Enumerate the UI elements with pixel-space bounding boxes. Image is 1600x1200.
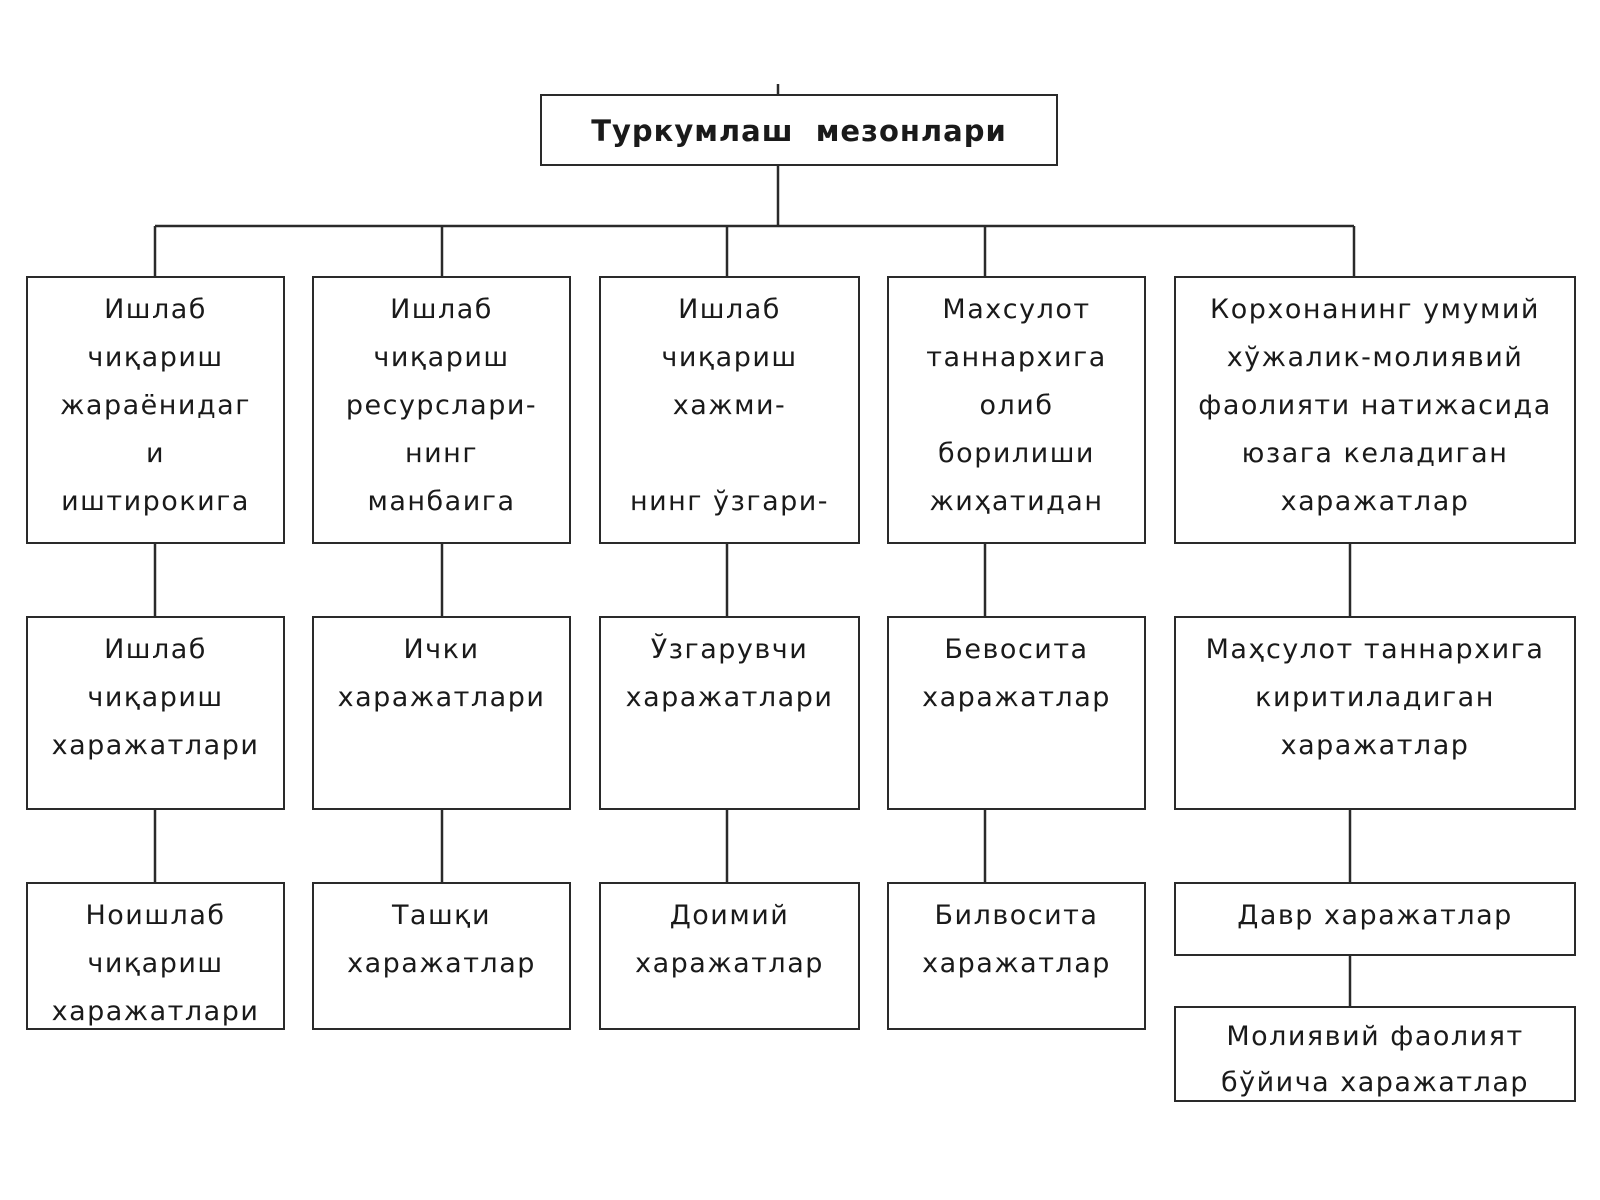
item-box-2-2: Ташқи харажатлар — [312, 882, 571, 1030]
criterion-box-2: Ишлаб чиқариш ресурслари- нинг манбаига — [312, 276, 571, 544]
criterion-label-1: Ишлаб чиқариш жараёнидаг и иштирокига — [60, 294, 251, 517]
item-label-3-1: Ўзгарувчи харажатлари — [625, 634, 834, 713]
item-label-3-2: Доимий харажатлар — [635, 900, 824, 979]
item-box-5-1: Маҳсулот таннархига киритиладиган хаража… — [1174, 616, 1576, 810]
root-box: Туркумлаш мезонлари — [540, 94, 1058, 166]
criterion-box-1: Ишлаб чиқариш жараёнидаг и иштирокига — [26, 276, 285, 544]
criterion-box-5: Корхонанинг умумий хўжалик-молиявий фаол… — [1174, 276, 1576, 544]
item-box-5-2: Давр харажатлар — [1174, 882, 1576, 956]
criterion-label-4: Махсулот таннархига олиб борилиши жиҳати… — [926, 294, 1107, 517]
item-label-4-1: Бевосита харажатлар — [922, 634, 1111, 713]
item-box-2-1: Ички харажатлари — [312, 616, 571, 810]
criterion-box-4: Махсулот таннархига олиб борилиши жиҳати… — [887, 276, 1146, 544]
item-label-1-1: Ишлаб чиқариш харажатлари — [51, 634, 260, 761]
criterion-label-2: Ишлаб чиқариш ресурслари- нинг манбаига — [345, 294, 538, 517]
item-label-2-2: Ташқи харажатлар — [347, 900, 536, 979]
item-label-5-3: Молиявий фаолият бўйича харажатлар — [1220, 1021, 1530, 1098]
item-box-4-1: Бевосита харажатлар — [887, 616, 1146, 810]
item-box-4-2: Билвосита харажатлар — [887, 882, 1146, 1030]
item-box-1-1: Ишлаб чиқариш харажатлари — [26, 616, 285, 810]
root-label: Туркумлаш мезонлари — [591, 114, 1007, 148]
item-box-1-2: Ноишлаб чиқариш харажатлари — [26, 882, 285, 1030]
item-label-1-2: Ноишлаб чиқариш харажатлари — [51, 900, 260, 1027]
criterion-box-3: Ишлаб чиқариш хажми- нинг ўзгари- шига — [599, 276, 860, 544]
item-label-4-2: Билвосита харажатлар — [922, 900, 1111, 979]
item-box-3-1: Ўзгарувчи харажатлари — [599, 616, 860, 810]
item-box-3-2: Доимий харажатлар — [599, 882, 860, 1030]
item-label-2-1: Ички харажатлари — [337, 634, 546, 713]
item-label-5-2: Давр харажатлар — [1237, 900, 1513, 931]
item-box-5-3: Молиявий фаолият бўйича харажатлар — [1174, 1006, 1576, 1102]
criterion-label-5: Корхонанинг умумий хўжалик-молиявий фаол… — [1198, 294, 1552, 517]
item-label-5-1: Маҳсулот таннархига киритиладиган хаража… — [1205, 634, 1545, 761]
criterion-label-3: Ишлаб чиқариш хажми- нинг ўзгари- шига — [629, 294, 830, 542]
